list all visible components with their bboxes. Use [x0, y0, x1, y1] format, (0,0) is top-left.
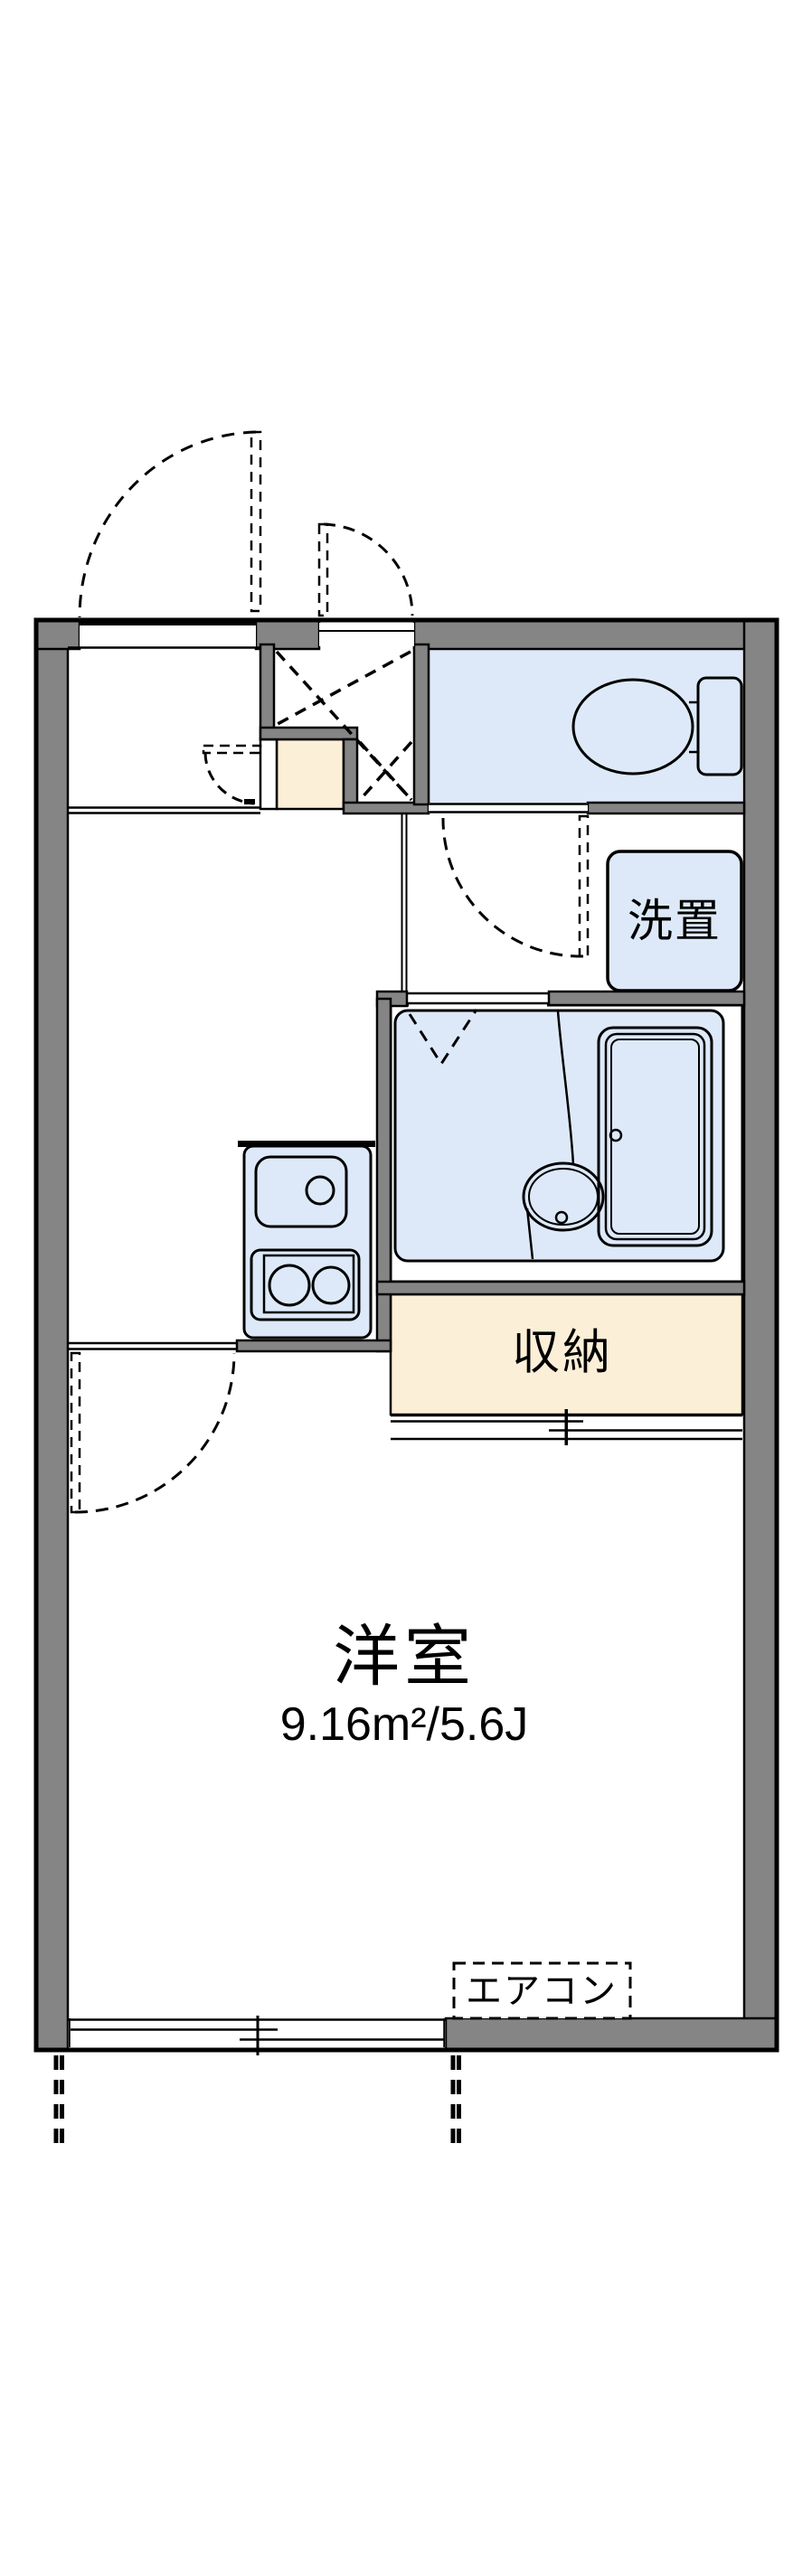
- bath-sink-inner: [528, 1168, 599, 1226]
- meterbox-door-swing-arc: [323, 522, 414, 616]
- bath-sink-drain: [554, 1210, 569, 1225]
- bathtub-drain: [609, 1128, 623, 1142]
- front-door-swing-arc: [78, 430, 257, 618]
- wall-kitchen-bath: [375, 997, 392, 1353]
- front-door-opening: [80, 623, 256, 647]
- washer-space: 洗置: [606, 850, 743, 992]
- kitchen-counter-edge: [238, 1141, 375, 1147]
- aircon-label: エアコン: [466, 1971, 618, 2011]
- outer-frame: [33, 617, 779, 2053]
- bathroom-floor: [393, 1009, 725, 1263]
- wall-toilet-left: [412, 643, 430, 806]
- wall-kitchen-bottom: [235, 1339, 392, 1353]
- meterbox-door-panel: [317, 522, 329, 617]
- closet-sliding-door: [391, 1409, 742, 1445]
- wall-toilet-bottom: [586, 801, 746, 815]
- toilet-fixture: [571, 676, 743, 776]
- toilet-door-swing-arc: [441, 817, 584, 958]
- bath-counter-line: [556, 1011, 575, 1166]
- meterbox-x-marks: [275, 650, 413, 802]
- wall-left: [34, 618, 70, 2052]
- wall-shoebox-right: [342, 738, 359, 811]
- kitchen-door-panel: [70, 1351, 81, 1514]
- balcony-cut-lines: [53, 2055, 461, 2144]
- wall-above-shoebox: [259, 726, 359, 741]
- wall-bath-storage: [375, 1280, 746, 1296]
- meterbox-x-line: [277, 650, 411, 726]
- wall-top-pier-left: [34, 618, 81, 651]
- shoe-cabinet: [275, 738, 345, 811]
- closet-door-meeting-tick: [564, 1409, 568, 1445]
- bathtub: [597, 1026, 713, 1247]
- aircon-box: [452, 1961, 632, 2020]
- stove-burner-right: [311, 1265, 351, 1305]
- meterbox-door-opening: [319, 623, 414, 646]
- kitchen-unit: [238, 1141, 375, 1340]
- front-door-closed-line: [80, 618, 256, 625]
- toilet-tank: [696, 676, 743, 776]
- toilet-door-threshold: [429, 803, 588, 813]
- kitchen-sink: [254, 1155, 348, 1228]
- main-room-area-label: 9.16m²/5.6J: [280, 1698, 529, 1751]
- bath-sink: [522, 1161, 605, 1232]
- bathtub-inner-line: [604, 1032, 706, 1241]
- laundry-label: 洗置: [628, 896, 722, 946]
- toilet-bowl: [571, 678, 694, 776]
- bath-door-threshold: [409, 989, 547, 1009]
- toilet-door-panel: [578, 814, 590, 958]
- bath-fixtures: [522, 1011, 713, 1260]
- meterbox-x-line: [358, 740, 413, 802]
- washing-machine-box: [606, 850, 743, 992]
- entrance-inner-door-arc: [203, 752, 255, 805]
- wall-bath-top: [547, 990, 746, 1007]
- stove: [250, 1248, 361, 1321]
- kitchen-counter: [242, 1144, 373, 1340]
- front-door-panel: [250, 430, 262, 613]
- bath-door-swing-mark: [408, 1009, 478, 1067]
- wall-right: [742, 618, 779, 2052]
- bath-sink-leg-line: [525, 1208, 534, 1260]
- kitchen-faucet: [305, 1175, 335, 1206]
- kitchen-door-swing-arc: [74, 1352, 236, 1514]
- sliding-window: [68, 2016, 446, 2055]
- wall-meterbox-left: [259, 643, 276, 741]
- closet-label: 収納: [512, 1326, 613, 1379]
- openings: [68, 618, 588, 1350]
- room-labels: 収納 洋室 9.16m²/5.6J: [280, 1326, 613, 1751]
- door-swings: [70, 430, 590, 1514]
- stove-inner: [262, 1254, 355, 1314]
- main-room-label: 洋室: [333, 1619, 476, 1694]
- stove-burner-left: [268, 1264, 311, 1307]
- meterbox-x-line: [358, 740, 413, 802]
- entrance-door-leaf: [259, 738, 279, 811]
- wall-bottom-right: [444, 2017, 779, 2052]
- wall-top-right: [412, 618, 779, 651]
- air-conditioner: エアコン: [452, 1961, 632, 2020]
- entrance-inner-door-stop: [244, 799, 255, 804]
